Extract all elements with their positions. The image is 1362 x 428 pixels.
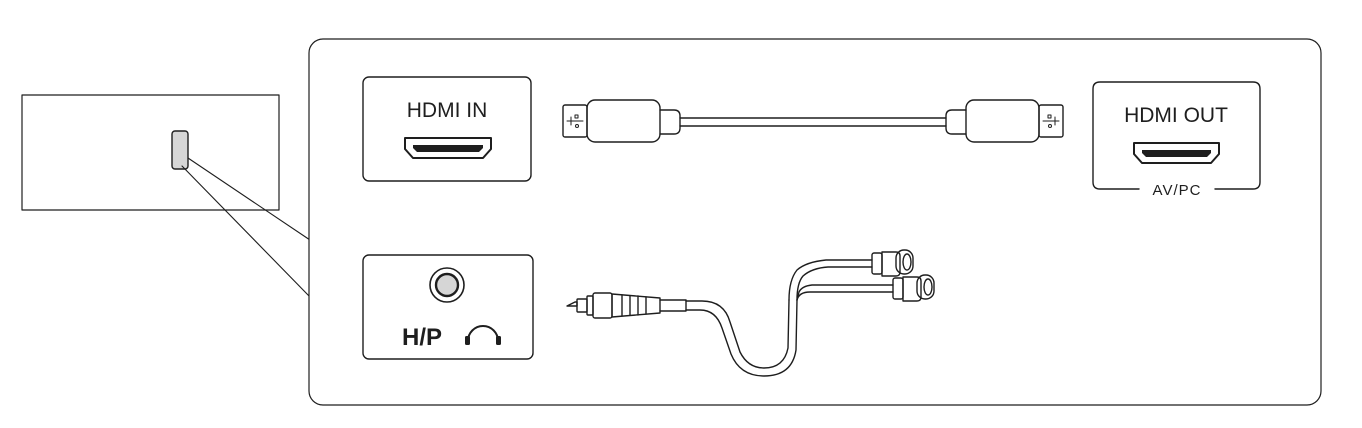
headphone-port: H/P <box>362 254 534 360</box>
headphone-port-box <box>362 254 534 360</box>
hdmi-out-label: HDMI OUT <box>1124 104 1228 127</box>
usb-icon <box>1042 114 1060 128</box>
hdmi-in-port-box <box>362 76 532 182</box>
audio-plug <box>566 292 687 319</box>
audio-jack-icon <box>429 267 465 303</box>
usb-icon <box>566 114 584 128</box>
hdmi-connector-left <box>562 99 681 143</box>
hdmi-cable <box>562 99 1064 143</box>
rca-connector-bottom <box>892 274 935 302</box>
hdmi-out-port-box <box>1092 81 1261 190</box>
hdmi-out-port: HDMI OUT AV/PC <box>1092 81 1261 199</box>
hdmi-out-sublabel: AV/PC <box>1153 182 1202 199</box>
hdmi-connector-right <box>945 99 1064 143</box>
zoom-callout-lines <box>181 157 311 298</box>
monitor-back <box>21 94 280 211</box>
rca-connector-top <box>871 249 914 277</box>
audio-cable <box>566 249 935 377</box>
hdmi-in-label: HDMI IN <box>407 99 488 122</box>
headphones-icon <box>465 325 501 345</box>
hdmi-port-icon <box>1133 142 1220 164</box>
hdmi-in-port: HDMI IN <box>362 76 532 182</box>
hdmi-port-icon <box>404 137 492 159</box>
monitor-port-location <box>171 130 189 170</box>
headphone-label: H/P <box>402 324 442 351</box>
zoom-panel <box>308 38 1322 406</box>
